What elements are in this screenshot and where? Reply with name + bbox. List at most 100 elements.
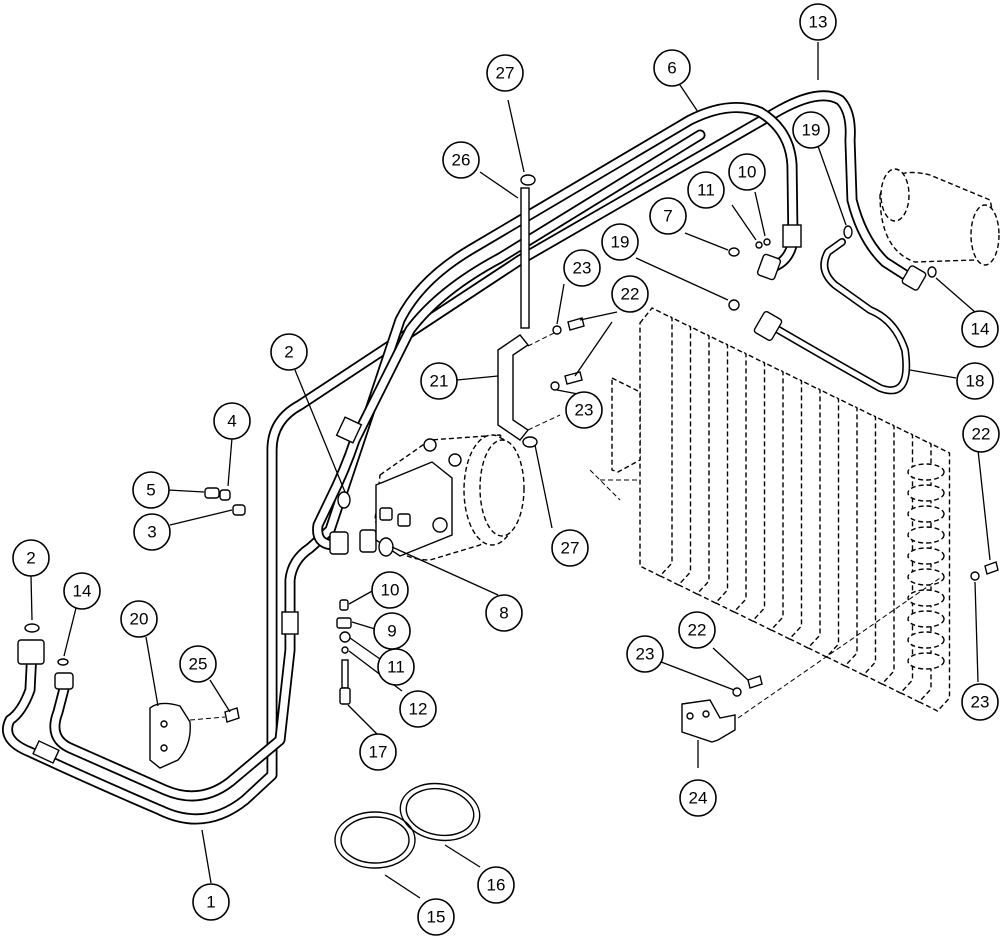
callout-bubbles: 1 2 2 3 4 5 6 7 8 9 10 10 11 11 12 13 14… — [12, 3, 1000, 936]
svg-text:14: 14 — [971, 320, 990, 339]
hose-sleeve — [335, 416, 363, 444]
hose-sleeve — [32, 740, 60, 764]
svg-text:18: 18 — [966, 372, 985, 391]
hose-18 — [766, 238, 911, 395]
callout-12: 12 — [399, 690, 437, 728]
o-ring-2 — [337, 491, 351, 509]
condenser-core — [639, 307, 951, 712]
callout-18: 18 — [956, 362, 994, 400]
svg-text:24: 24 — [689, 789, 708, 808]
callout-14: 14 — [63, 572, 101, 610]
fitting-4 — [219, 489, 231, 501]
svg-text:21: 21 — [430, 372, 449, 391]
o-ring-19 — [843, 225, 853, 239]
callout-2: 2 — [12, 539, 50, 577]
clamp-15 — [334, 811, 416, 869]
bolt-22 — [567, 317, 585, 331]
condenser-tube-loop — [907, 568, 945, 586]
callout-21: 21 — [420, 362, 458, 400]
receiver-drier — [879, 168, 1000, 266]
svg-text:25: 25 — [189, 655, 208, 674]
hose-end-fitting — [753, 311, 783, 341]
o-ring-14 — [57, 658, 69, 666]
callout-5: 5 — [132, 471, 170, 509]
fitting-5 — [204, 487, 220, 499]
svg-text:14: 14 — [73, 582, 92, 601]
condenser-plate — [589, 376, 641, 501]
callout-22: 22 — [678, 611, 716, 649]
callout-14: 14 — [961, 310, 999, 348]
callout-19: 19 — [601, 223, 639, 261]
callout-26: 26 — [442, 141, 480, 179]
o-ring-8 — [378, 537, 394, 557]
callout-23: 23 — [626, 635, 664, 673]
svg-text:23: 23 — [573, 259, 592, 278]
hose-assemblies — [2, 90, 927, 825]
bolt-22 — [984, 561, 999, 575]
svg-text:15: 15 — [427, 908, 446, 927]
svg-text:11: 11 — [697, 181, 715, 200]
svg-text:1: 1 — [206, 893, 215, 912]
svg-text:16: 16 — [487, 876, 506, 895]
callout-25: 25 — [179, 645, 217, 683]
svg-text:12: 12 — [409, 700, 428, 719]
svg-text:2: 2 — [26, 549, 35, 568]
condenser-tube-loop — [907, 631, 945, 649]
hose-end-fitting — [359, 529, 377, 553]
svg-text:9: 9 — [387, 622, 396, 641]
callout-8: 8 — [485, 594, 523, 632]
hose-sleeve — [782, 224, 802, 248]
callout-10: 10 — [371, 571, 409, 609]
callout-27: 27 — [551, 529, 589, 567]
bolt-22 — [747, 675, 763, 689]
svg-text:20: 20 — [130, 610, 149, 629]
callout-6: 6 — [653, 49, 691, 87]
svg-text:22: 22 — [972, 425, 991, 444]
callout-2: 2 — [270, 333, 308, 371]
hose-end-fitting — [756, 253, 782, 281]
svg-text:5: 5 — [146, 481, 155, 500]
svg-text:23: 23 — [575, 401, 594, 420]
bolt-25 — [224, 707, 240, 723]
hose-end-fitting — [54, 672, 74, 690]
hose-sleeve — [281, 611, 299, 635]
svg-text:4: 4 — [227, 412, 236, 431]
cap-3 — [232, 504, 246, 516]
bracket-24 — [681, 577, 941, 743]
svg-text:7: 7 — [663, 207, 672, 226]
hose-end-fitting — [329, 531, 349, 555]
hose-end-fitting — [17, 639, 45, 665]
callout-23: 23 — [961, 683, 999, 721]
leader-lines — [30, 42, 991, 899]
callout-23: 23 — [563, 249, 601, 287]
o-ring-11 — [755, 241, 763, 249]
o-ring-14 — [927, 266, 937, 278]
condenser-tube-loop — [907, 652, 945, 670]
callout-7: 7 — [649, 197, 687, 235]
svg-text:6: 6 — [667, 59, 676, 78]
svg-text:27: 27 — [561, 539, 580, 558]
svg-text:22: 22 — [688, 621, 707, 640]
svg-text:19: 19 — [802, 121, 821, 140]
callout-10: 10 — [728, 153, 766, 191]
bracket-20 — [149, 702, 226, 769]
callout-11: 11 — [377, 648, 415, 686]
clamp-16 — [399, 782, 481, 842]
condenser-tube-loop — [907, 484, 945, 502]
o-ring-19 — [728, 299, 740, 311]
svg-text:27: 27 — [496, 64, 515, 83]
fasteners-and-orings — [24, 225, 999, 723]
svg-text:10: 10 — [738, 163, 757, 182]
o-ring-2 — [24, 623, 40, 633]
condenser-tube-loop — [907, 463, 945, 481]
svg-text:23: 23 — [971, 693, 990, 712]
callout-24: 24 — [679, 779, 717, 817]
hose-end-fitting — [901, 265, 927, 291]
washer-23 — [550, 381, 560, 391]
washer-23 — [552, 325, 562, 335]
svg-text:8: 8 — [499, 604, 508, 623]
svg-text:19: 19 — [611, 233, 630, 252]
callout-4: 4 — [213, 402, 251, 440]
svg-text:22: 22 — [621, 285, 640, 304]
